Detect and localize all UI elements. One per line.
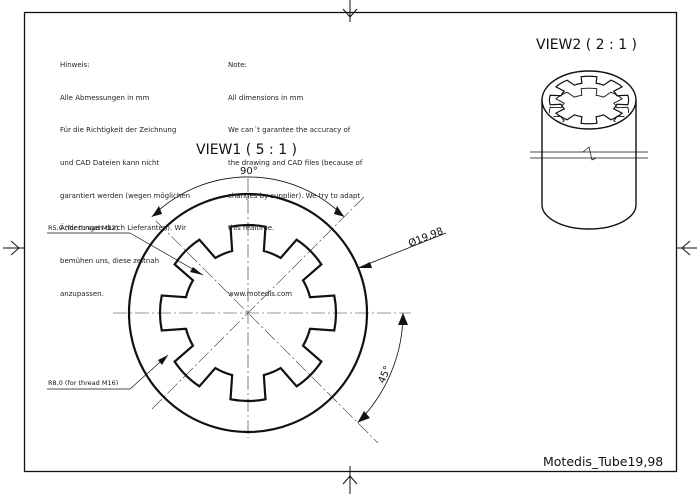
radius-callout-r5 xyxy=(47,232,204,276)
note-line: www.motedis.com xyxy=(228,289,293,298)
note-line: Hinweis: xyxy=(60,60,90,69)
angle-dimension-90 xyxy=(151,176,345,218)
view1-section xyxy=(113,178,411,444)
note-line xyxy=(228,256,362,267)
note-line: anzupassen. xyxy=(60,289,104,298)
note-line: und CAD Dateien kann nicht xyxy=(60,158,160,167)
center-lines xyxy=(113,178,411,444)
note-line: Für die Richtigkeit der Zeichnung xyxy=(60,126,177,135)
radius-callout-r8 xyxy=(47,354,169,390)
angle-dimension-45 xyxy=(357,312,408,423)
diameter-leader xyxy=(357,232,447,269)
note-line: We can´t garantee the accuracy of xyxy=(228,126,351,135)
view1-title: VIEW1 ( 5 : 1 ) xyxy=(196,142,297,158)
note-line: Note: xyxy=(228,60,247,69)
note-line: the drawing and CAD files (because of xyxy=(228,158,363,167)
notes-german: Hinweis: Alle Abmessungen in mm Für die … xyxy=(60,38,190,311)
notes-english: Note: All dimensions in mm We can´t gara… xyxy=(228,38,362,311)
note-line: All dimensions in mm xyxy=(228,93,304,102)
note-line: garantiert werden (wegen möglichen xyxy=(60,191,191,200)
note-line: this realtime. xyxy=(228,224,275,233)
view2-iso xyxy=(530,70,648,230)
view2-title: VIEW2 ( 2 : 1 ) xyxy=(536,37,637,53)
note-line: changes by supplier). We try to adapt xyxy=(228,191,361,200)
note-line: Alle Abmessungen in mm xyxy=(60,93,150,102)
tube-outer-circle xyxy=(127,192,369,434)
angle-45-label: 45° xyxy=(377,365,394,386)
note-line: Änderungen durch Lieferanten). Wir xyxy=(60,224,187,233)
callout-r5-label: R5,0 (for thread M12) xyxy=(48,224,118,232)
centering-marks xyxy=(3,0,697,494)
internal-profile xyxy=(158,223,338,403)
part-name: Motedis_Tube19,98 xyxy=(543,454,663,469)
note-line: bemühen uns, diese zeitnah xyxy=(60,257,160,266)
diameter-label: Ø19,98 xyxy=(407,225,445,250)
callout-r8-label: R8,0 (for thread M16) xyxy=(48,379,118,387)
angle-90-label: 90° xyxy=(240,166,258,177)
